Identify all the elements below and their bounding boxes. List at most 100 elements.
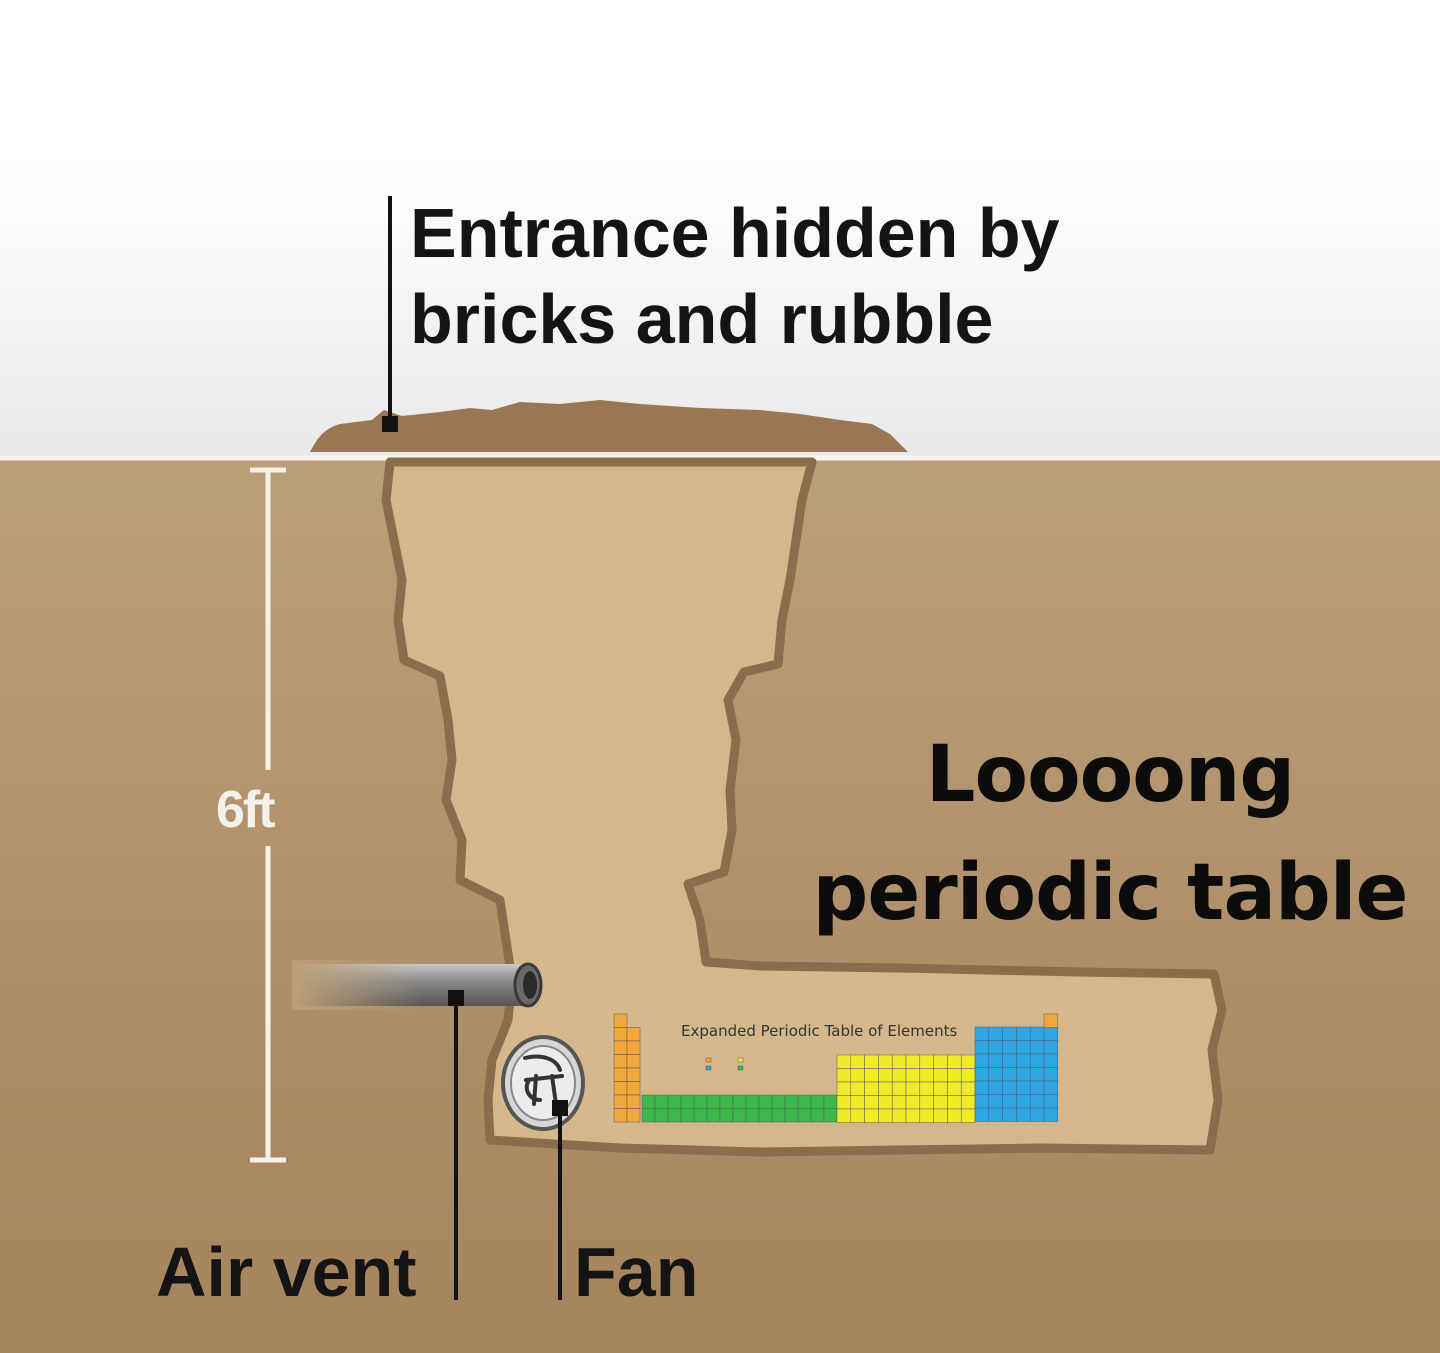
f-block-cell xyxy=(797,1108,812,1123)
f-block-cell xyxy=(693,1094,708,1109)
fan-pointer-dot xyxy=(552,1100,568,1116)
legend-swatch xyxy=(737,1065,744,1071)
fan-label: Fan xyxy=(574,1233,699,1311)
d-block-cell xyxy=(919,1054,934,1069)
d-block-cell xyxy=(905,1068,921,1083)
d-block-cell xyxy=(933,1054,948,1069)
f-block-cell xyxy=(758,1094,773,1109)
p-block-cell xyxy=(988,1053,1003,1068)
f-block-cell xyxy=(641,1094,656,1109)
p-block-cell xyxy=(1002,1067,1017,1082)
p-block-cell xyxy=(988,1026,1003,1041)
f-block-cell xyxy=(667,1108,682,1123)
s-block-cell xyxy=(613,1040,628,1055)
d-block-cell xyxy=(836,1054,852,1069)
f-block-cell xyxy=(706,1108,721,1123)
d-block-cell xyxy=(947,1095,962,1110)
d-block-cell xyxy=(850,1081,865,1096)
p-block-cell xyxy=(1002,1080,1017,1095)
d-block-cell xyxy=(947,1081,962,1096)
p-block-cell xyxy=(1029,1094,1045,1109)
d-block-cell xyxy=(864,1068,879,1083)
p-block-cell xyxy=(988,1040,1003,1055)
d-block-cell xyxy=(891,1081,907,1096)
p-block-cell xyxy=(1043,1094,1059,1109)
p-block-cell xyxy=(974,1026,990,1041)
p-block-cell xyxy=(988,1080,1003,1095)
p-block-cell xyxy=(1029,1067,1045,1082)
p-block-cell xyxy=(988,1107,1003,1122)
d-block-cell xyxy=(836,1068,852,1083)
d-block-cell xyxy=(850,1068,865,1083)
d-block-cell xyxy=(905,1081,921,1096)
d-block-cell xyxy=(836,1081,852,1096)
d-block-cell xyxy=(864,1095,879,1110)
s-block-cell xyxy=(626,1054,641,1069)
p-block-cell xyxy=(1016,1026,1031,1041)
d-block-cell xyxy=(933,1108,948,1123)
p-block-cell xyxy=(1002,1053,1017,1068)
f-block-cell xyxy=(667,1094,682,1109)
s-block-cell xyxy=(613,1054,628,1069)
f-block-cell xyxy=(680,1094,695,1109)
d-block-cell xyxy=(864,1054,879,1069)
d-block-cell xyxy=(891,1054,907,1069)
p-block-cell xyxy=(1043,1026,1059,1041)
p-block-cell xyxy=(974,1107,990,1122)
d-block-cell xyxy=(919,1095,934,1110)
s-block-cell xyxy=(626,1027,641,1042)
entrance-caption-line2: bricks and rubble xyxy=(410,280,994,358)
legend-swatch xyxy=(705,1065,712,1071)
f-block-cell xyxy=(641,1108,656,1123)
s-block-cell xyxy=(626,1108,641,1123)
d-block-cell xyxy=(933,1095,948,1110)
s-block-cell xyxy=(613,1027,628,1042)
periodic-table-caption-line1: Loooong xyxy=(925,730,1295,820)
d-block-cell xyxy=(960,1068,976,1083)
p-block-cell xyxy=(1002,1107,1017,1122)
periodic-table-title: Expanded Periodic Table of Elements xyxy=(681,1022,958,1040)
p-block-cell xyxy=(974,1040,990,1055)
d-block-cell xyxy=(905,1054,921,1069)
d-block-cell xyxy=(891,1095,907,1110)
f-block-cell xyxy=(745,1108,760,1123)
d-block-cell xyxy=(850,1108,865,1123)
p-block-cell xyxy=(1043,1080,1059,1095)
f-block-cell xyxy=(745,1094,760,1109)
d-block-cell xyxy=(933,1068,948,1083)
f-block-cell xyxy=(654,1094,669,1109)
p-block-cell xyxy=(1029,1026,1045,1041)
p-block-cell xyxy=(1016,1067,1031,1082)
s-block-cell xyxy=(613,1094,628,1109)
s-block-cell xyxy=(626,1081,641,1096)
p-block-cell xyxy=(1016,1094,1031,1109)
p-block-cell xyxy=(1002,1026,1017,1041)
d-block-cell xyxy=(878,1095,893,1110)
p-block-cell xyxy=(974,1053,990,1068)
d-block-cell xyxy=(878,1108,893,1123)
f-block-cell xyxy=(706,1094,721,1109)
d-block-cell xyxy=(891,1108,907,1123)
air-vent-label: Air vent xyxy=(156,1233,417,1311)
periodic-table-graphic xyxy=(613,1013,1059,1123)
p-block-cell xyxy=(1016,1053,1031,1068)
p-block-cell xyxy=(1043,1107,1059,1122)
d-block-cell xyxy=(836,1095,852,1110)
p-block-cell xyxy=(1029,1107,1045,1122)
s-block-cell xyxy=(626,1040,641,1055)
p-block-cell xyxy=(988,1094,1003,1109)
p-block-cell xyxy=(1016,1107,1031,1122)
d-block-cell xyxy=(919,1108,934,1123)
d-block-cell xyxy=(960,1081,976,1096)
d-block-cell xyxy=(933,1081,948,1096)
s-block-cell xyxy=(613,1013,628,1028)
f-block-cell xyxy=(810,1108,825,1123)
sky xyxy=(0,0,1440,458)
s-block-cell xyxy=(613,1067,628,1082)
f-block-cell xyxy=(732,1094,747,1109)
p-block-cell xyxy=(1016,1040,1031,1055)
fan-icon xyxy=(501,1035,585,1131)
air-vent-opening-inner xyxy=(523,971,537,999)
f-block-cell xyxy=(784,1108,799,1123)
f-block-cell xyxy=(797,1094,812,1109)
